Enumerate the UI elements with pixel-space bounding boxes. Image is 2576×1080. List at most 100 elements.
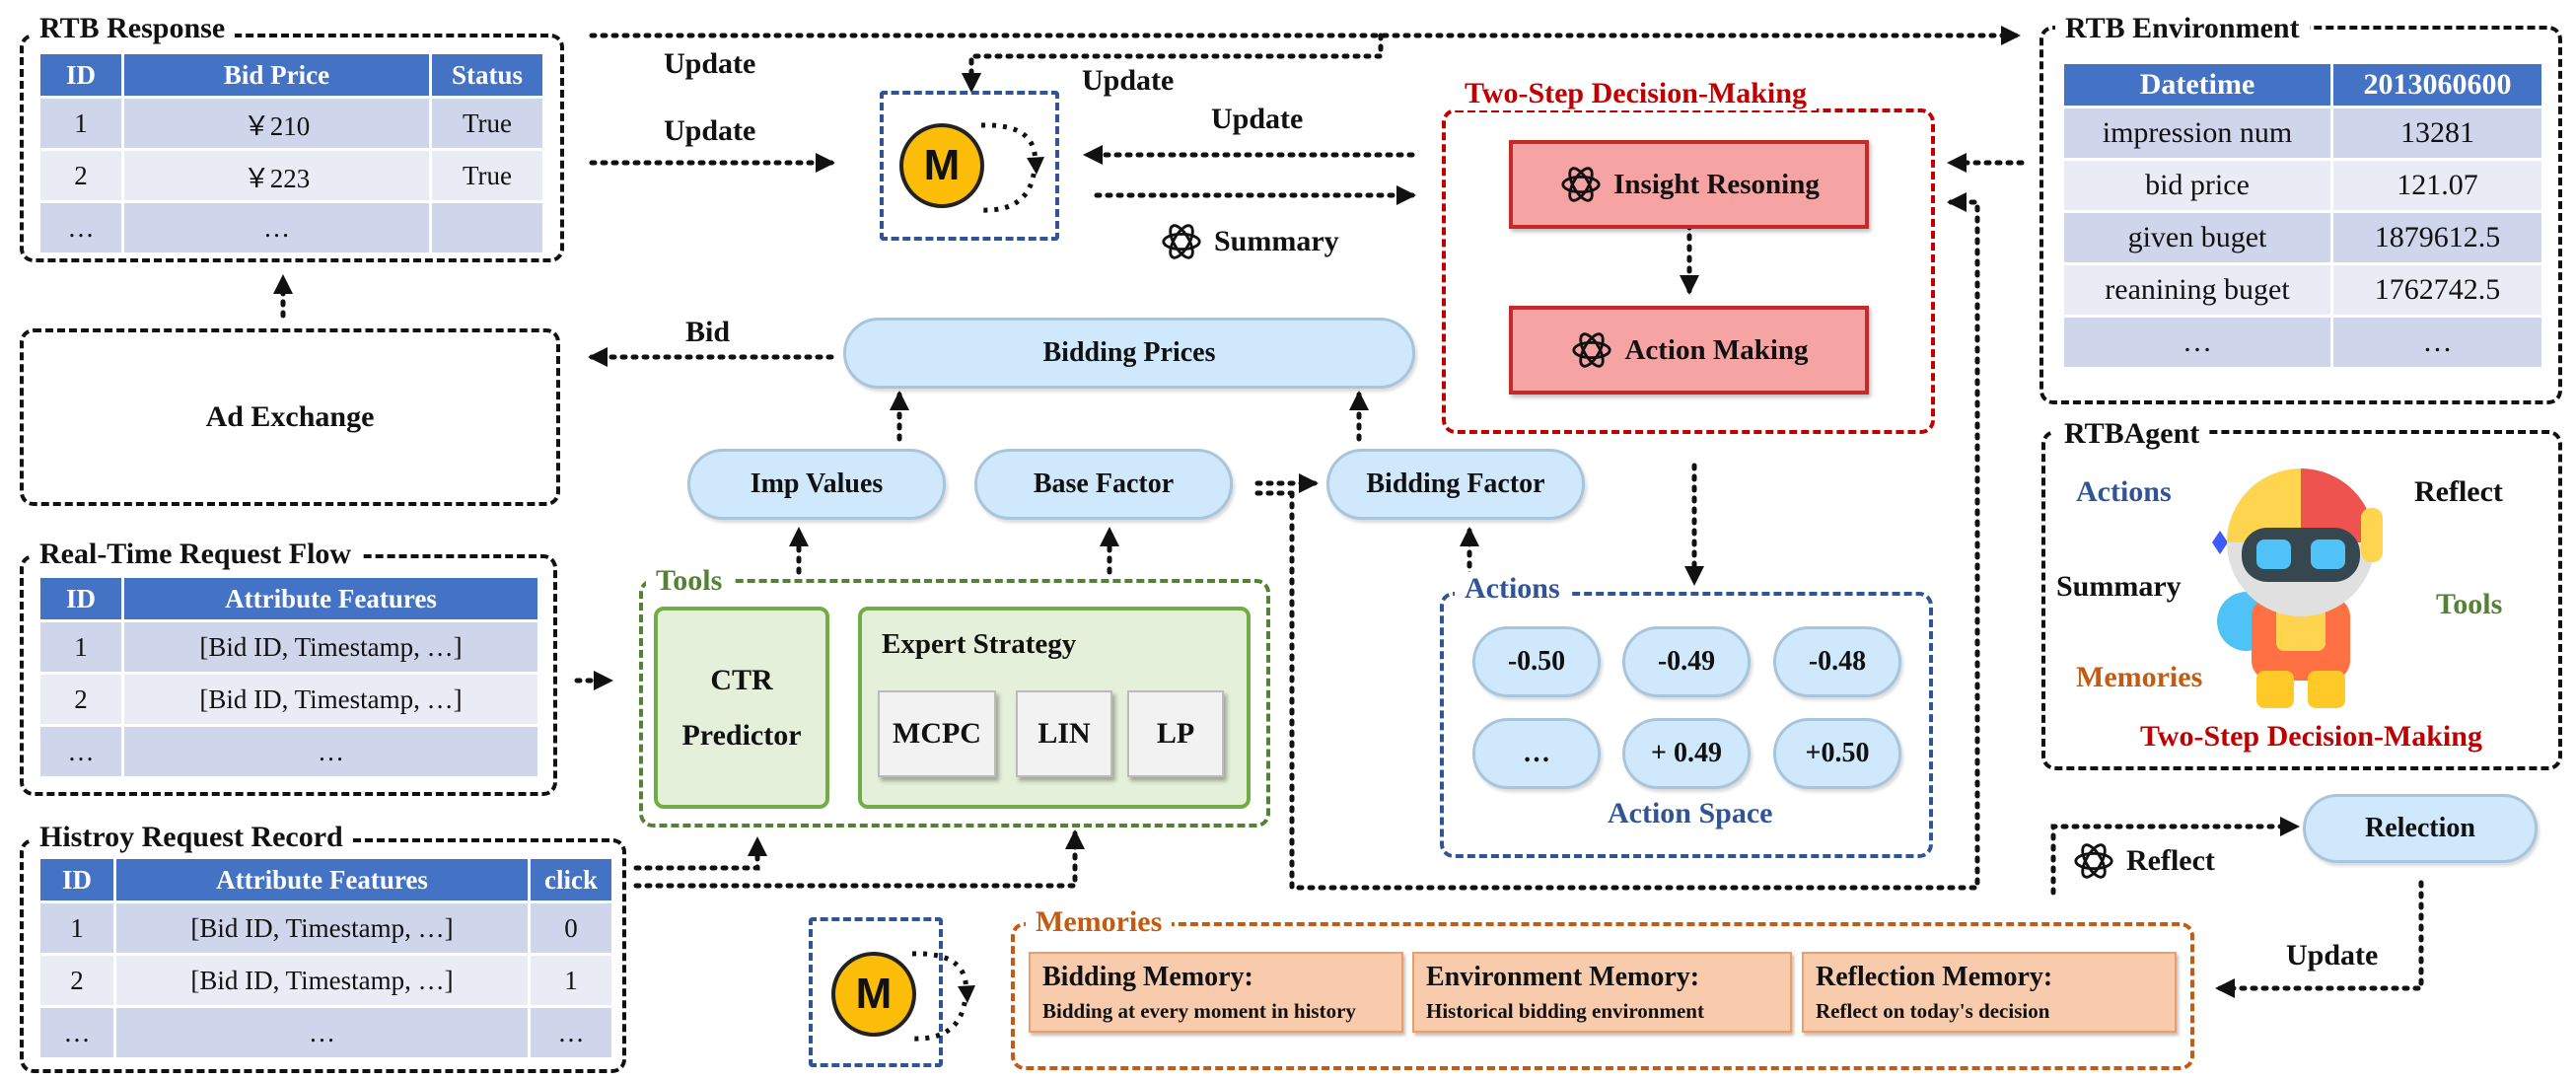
action-label: Action Making (1624, 333, 1809, 366)
table-cell: bid price (2064, 161, 2330, 210)
table-row: … … (40, 727, 537, 776)
edge-label-update: Update (2286, 939, 2379, 972)
table-cell: 2 (40, 151, 121, 200)
column-header: Attribute Features (124, 578, 537, 619)
column-header: ID (40, 578, 121, 619)
table-cell: … (40, 1008, 113, 1057)
openai-icon (1561, 167, 1601, 202)
request-flow-title: Real-Time Request Flow (30, 538, 362, 571)
table-row: reanining buget 1762742.5 (2064, 265, 2541, 315)
memories-title: Memories (1026, 905, 1173, 939)
reflection-memory-desc: Reflect on today's decision (1816, 999, 2050, 1023)
loop-arrow-icon (911, 951, 975, 1042)
table-cell: [Bid ID, Timestamp, …] (116, 903, 528, 953)
history-record-title: Histroy Request Record (30, 821, 353, 854)
column-header: Datetime (2064, 64, 2330, 106)
bidding-memory-title: Bidding Memory: (1042, 962, 1253, 992)
memory-module-top (880, 91, 1059, 241)
openai-icon (1162, 224, 1201, 259)
table-cell: impression num (2064, 108, 2330, 158)
rtbagent-panel (2041, 430, 2562, 770)
table-cell: 121.07 (2332, 161, 2541, 210)
openai-icon (2074, 843, 2113, 879)
table-cell: … (116, 1008, 528, 1057)
rtbagent-memories-label: Memories (2076, 661, 2203, 693)
table-row: 2 [Bid ID, Timestamp, …] 1 (40, 956, 611, 1005)
table-cell: 1 (531, 956, 611, 1005)
table-cell: … (124, 203, 429, 252)
ad-exchange-panel: Ad Exchange (20, 328, 560, 506)
column-header: Status (432, 54, 542, 96)
action-button: -0.50 (1472, 626, 1601, 697)
two-step-title: Two-Step Decision-Making (1455, 77, 1817, 110)
table-cell: 13281 (2332, 108, 2541, 158)
table-cell: 1 (40, 903, 113, 953)
insight-reasoning-box: Insight Resoning (1509, 140, 1869, 229)
table-row: bid price 121.07 (2064, 161, 2541, 210)
table-row: 2 [Bid ID, Timestamp, …] (40, 675, 537, 724)
rtb-environment-table: Datetime 2013060600 impression num 13281… (2061, 61, 2544, 370)
environment-memory-desc: Historical bidding environment (1426, 999, 1704, 1023)
ad-exchange-label: Ad Exchange (205, 400, 375, 433)
request-flow-table: ID Attribute Features 1 [Bid ID, Timesta… (37, 575, 540, 779)
two-step-panel (1442, 108, 1935, 434)
summary-label: Summary (1214, 225, 1339, 257)
environment-memory-box: Environment Memory: Historical bidding e… (1412, 952, 1792, 1033)
table-cell: given buget (2064, 213, 2330, 262)
table-row: 1 ￥210 True (40, 99, 542, 148)
table-cell: ￥223 (124, 151, 429, 200)
table-cell: … (531, 1008, 611, 1057)
reflection-memory-title: Reflection Memory: (1816, 962, 2053, 992)
table-cell: 2 (40, 675, 121, 724)
edge-label-update: Update (1082, 64, 1175, 97)
table-cell: … (40, 727, 121, 776)
history-record-table: ID Attribute Features click 1 [Bid ID, T… (37, 856, 614, 1060)
table-cell: [Bid ID, Timestamp, …] (124, 622, 537, 672)
rtbagent-two-step-label: Two-Step Decision-Making (2140, 720, 2482, 753)
table-cell: … (124, 727, 537, 776)
table-cell: 2 (40, 956, 113, 1005)
memories-panel (1011, 922, 2194, 1070)
expert-strategy-title: Expert Strategy (882, 628, 1077, 660)
table-cell: … (40, 203, 121, 252)
tools-title: Tools (646, 564, 733, 598)
action-space-label: Action Space (1608, 797, 1773, 829)
ctr-label: CTR (710, 663, 773, 696)
rtbagent-summary-label: Summary (2056, 570, 2182, 603)
environment-memory-title: Environment Memory: (1426, 962, 1700, 992)
rtb-response-panel (20, 34, 564, 262)
ctr-predictor-box: CTR Predictor (654, 607, 829, 809)
strategy-mcpc: MCPC (878, 690, 996, 777)
actions-panel (1440, 592, 1933, 858)
rtb-response-title: RTB Response (30, 12, 236, 45)
edge-label-reflect: Reflect (2071, 838, 2215, 884)
table-row: … … (40, 203, 542, 252)
rtbagent-actions-label: Actions (2076, 475, 2172, 508)
column-header: ID (40, 859, 113, 900)
table-cell: … (2064, 318, 2330, 367)
table-row: given buget 1879612.5 (2064, 213, 2541, 262)
edge-label-summary: Summary (1159, 219, 1339, 264)
tools-panel (639, 579, 1270, 828)
edge-label-update: Update (1211, 103, 1304, 135)
table-cell: True (432, 99, 542, 148)
table-cell: [Bid ID, Timestamp, …] (124, 675, 537, 724)
edge-label-bid: Bid (685, 316, 731, 348)
rtbagent-title: RTBAgent (2054, 417, 2210, 451)
column-header: Attribute Features (116, 859, 528, 900)
robot-mascot-icon (2212, 468, 2383, 708)
table-cell: 1762742.5 (2332, 265, 2541, 315)
base-factor-node: Base Factor (974, 449, 1233, 520)
edge-label-update: Update (664, 47, 756, 80)
bidding-memory-box: Bidding Memory: Bidding at every moment … (1029, 952, 1403, 1033)
column-header: ID (40, 54, 121, 96)
column-header: 2013060600 (2332, 64, 2541, 106)
action-button: -0.48 (1773, 626, 1901, 697)
column-header: Bid Price (124, 54, 429, 96)
table-cell (432, 203, 542, 252)
reflect-label: Reflect (2126, 844, 2215, 877)
action-button: … (1472, 718, 1601, 789)
rtb-response-table: ID Bid Price Status 1 ￥210 True 2 ￥223 T… (37, 51, 545, 255)
table-row: … … (2064, 318, 2541, 367)
